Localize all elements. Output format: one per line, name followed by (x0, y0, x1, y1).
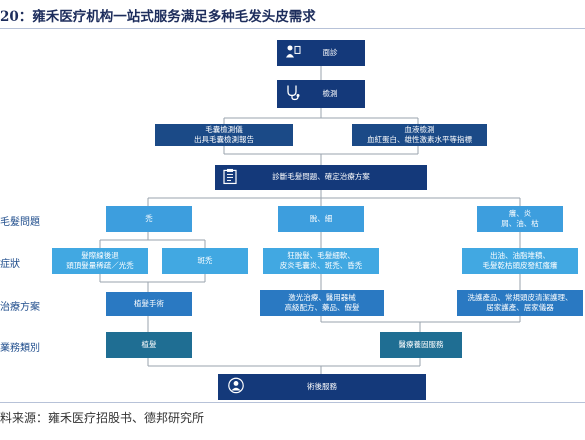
treatment-medical-box: 激光治療、醫用器械 高級配方、藥品、假髮 (260, 290, 384, 316)
person-avatar-icon (228, 377, 244, 396)
problem-thin-box: 脫、細 (278, 206, 364, 232)
stethoscope-icon (285, 84, 301, 103)
symptom-hairline-line2: 頭頂髮量稀疏／光禿 (66, 261, 134, 270)
consult-box: 面診 (277, 40, 365, 66)
treatment-transplant-box: 植髮手術 (106, 292, 192, 316)
business-transplant-label: 植髮 (141, 339, 157, 349)
follicle-test-line1: 毛囊檢測儀 (205, 124, 243, 134)
treatment-care-box: 洗護產品、常規頭皮清潔護理、 居家護產、居家儀器 (457, 290, 583, 316)
row-label-symptom: 症狀 (0, 259, 20, 270)
symptom-hairline-line1: 髮際線後退 (81, 250, 119, 260)
treatment-care-line2: 居家護產、居家儀器 (486, 303, 554, 312)
follicle-test-line2: 出具毛囊檢測報告 (194, 135, 254, 144)
after-care-label: 術後服務 (307, 381, 337, 391)
treatment-care-line1: 洗護產品、常規頭皮清潔護理、 (467, 292, 573, 302)
symptom-hairline-box: 髮際線後退 頭頂髮量稀疏／光禿 (52, 248, 148, 274)
row-label-business: 業務類別 (0, 343, 40, 354)
exam-label: 檢測 (322, 88, 338, 98)
follicle-test-box: 毛囊檢測儀 出具毛囊檢測報告 (155, 124, 293, 146)
symptom-shedding-line2: 皮炎毛囊炎、斑禿、昏禿 (279, 261, 363, 270)
symptom-oily-line2: 毛髮乾枯頭皮發紅瘙癢 (482, 261, 558, 270)
business-transplant-box: 植髮 (106, 332, 192, 358)
row-label-problem: 毛髮問題 (0, 217, 40, 228)
blood-test-line1: 血液檢測 (404, 124, 435, 134)
symptom-oily-line1: 出油、油脂堆積、 (490, 250, 550, 260)
diagnose-box: 診斷毛髮問題、確定治療方案 (215, 165, 427, 190)
symptom-shedding-line1: 狂脫髮、毛髮細軟、 (287, 250, 355, 260)
problem-scalp-line1: 癢、炎 (508, 208, 532, 218)
business-medical-label: 醫療養固服務 (398, 339, 444, 349)
blood-test-line2: 血紅蛋白、雄性激素水平等指標 (367, 135, 472, 144)
symptom-shedding-box: 狂脫髮、毛髮細軟、 皮炎毛囊炎、斑禿、昏禿 (263, 248, 379, 274)
figure-title: 20：雍禾医疗机构一站式服务满足多种毛发头皮需求 (0, 9, 316, 25)
source-note: 料来源：雍禾医疗招股书、德邦研究所 (0, 411, 205, 425)
consult-label: 面診 (322, 47, 338, 57)
problem-scalp-box: 癢、炎 屑、油、枯 (477, 206, 563, 232)
treatment-medical-line1: 激光治療、醫用器械 (288, 292, 356, 302)
exam-box: 檢測 (277, 80, 365, 108)
symptom-patchy-label: 斑禿 (197, 255, 213, 265)
treatment-transplant-label: 植髮手術 (134, 298, 164, 308)
diagnose-label: 診斷毛髮問題、確定治療方案 (272, 172, 370, 182)
symptom-patchy-box: 斑禿 (162, 248, 248, 274)
problem-thin-label: 脫、細 (309, 213, 333, 223)
business-medical-box: 醫療養固服務 (380, 332, 462, 358)
row-label-treatment: 治療方案 (0, 302, 40, 313)
problem-bald-label: 禿 (145, 213, 153, 223)
title-divider (0, 28, 585, 29)
doctor-consult-icon (285, 44, 301, 61)
after-care-box: 術後服務 (218, 374, 426, 400)
clipboard-document-icon (223, 168, 237, 187)
treatment-medical-line2: 高級配方、藥品、假髮 (284, 303, 360, 312)
problem-bald-box: 禿 (106, 206, 192, 232)
symptom-oily-box: 出油、油脂堆積、 毛髮乾枯頭皮發紅瘙癢 (462, 248, 578, 274)
source-divider (0, 402, 585, 403)
problem-scalp-line2: 屑、油、枯 (501, 219, 539, 228)
blood-test-box: 血液檢測 血紅蛋白、雄性激素水平等指標 (352, 124, 487, 146)
